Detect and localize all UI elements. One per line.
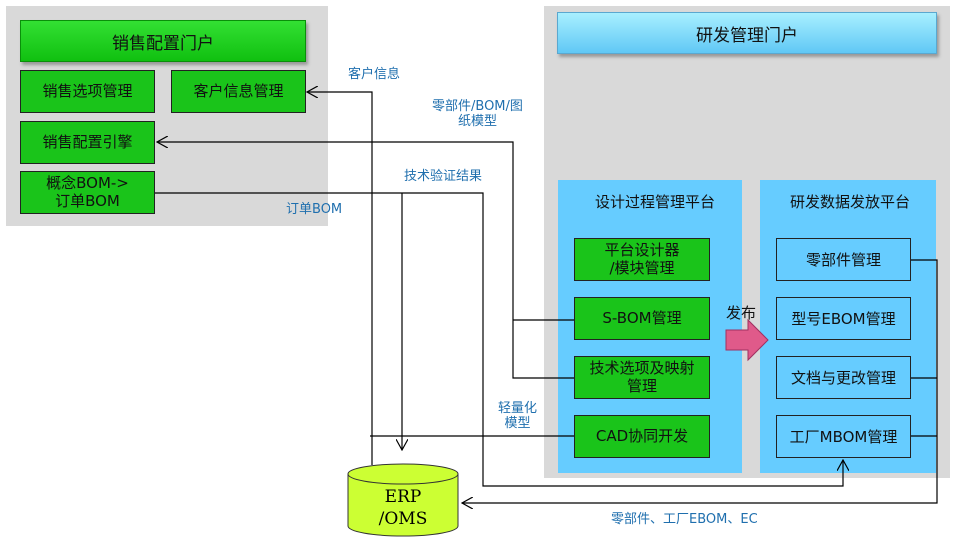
label-order-bom: 订单BOM — [286, 202, 343, 217]
sales-option-mgmt[interactable]: 销售选项管理 — [20, 70, 155, 113]
label-lightweight: 轻量化 模型 — [498, 401, 538, 431]
mbom-mgmt[interactable]: 工厂MBOM管理 — [776, 415, 911, 458]
concept-to-order-bom[interactable]: 概念BOM-> 订单BOM — [20, 171, 155, 214]
order-bom-line — [155, 192, 843, 487]
release-data-line — [462, 259, 938, 503]
sales-portal-title: 销售配置门户 — [20, 20, 306, 62]
sbom-mgmt[interactable]: S-BOM管理 — [574, 297, 710, 340]
parts-mgmt[interactable]: 零部件管理 — [776, 238, 911, 281]
erp-line1: ERP — [384, 487, 422, 507]
erp-label[interactable]: ERP /OMS — [348, 486, 458, 530]
cad-collab[interactable]: CAD协同开发 — [574, 415, 710, 458]
release-platform-title: 研发数据发放平台 — [789, 193, 910, 211]
rd-portal-title: 研发管理门户 — [557, 12, 937, 54]
doc-change-mgmt[interactable]: 文档与更改管理 — [776, 356, 911, 399]
customer-info-mgmt[interactable]: 客户信息管理 — [171, 70, 306, 113]
release-label: 发布 — [726, 304, 757, 322]
label-tech-verify: 技术验证结果 — [404, 169, 483, 184]
erp-cylinder-icon — [347, 463, 459, 537]
customer-info-line — [307, 92, 373, 465]
release-arrow-icon — [725, 318, 769, 362]
parts-bom-line — [157, 142, 574, 379]
design-platform-title: 设计过程管理平台 — [594, 193, 715, 211]
label-parts-ebom-ec: 零部件、工厂EBOM、EC — [611, 512, 758, 527]
ebom-mgmt[interactable]: 型号EBOM管理 — [776, 297, 911, 340]
erp-line2: /OMS — [378, 509, 428, 530]
label-parts-bom: 零部件/BOM/图 纸模型 — [432, 99, 523, 129]
platform-designer[interactable]: 平台设计器 /模块管理 — [574, 238, 710, 281]
tech-option-mapping[interactable]: 技术选项及映射 管理 — [574, 356, 710, 399]
label-customer-info: 客户信息 — [348, 67, 401, 82]
